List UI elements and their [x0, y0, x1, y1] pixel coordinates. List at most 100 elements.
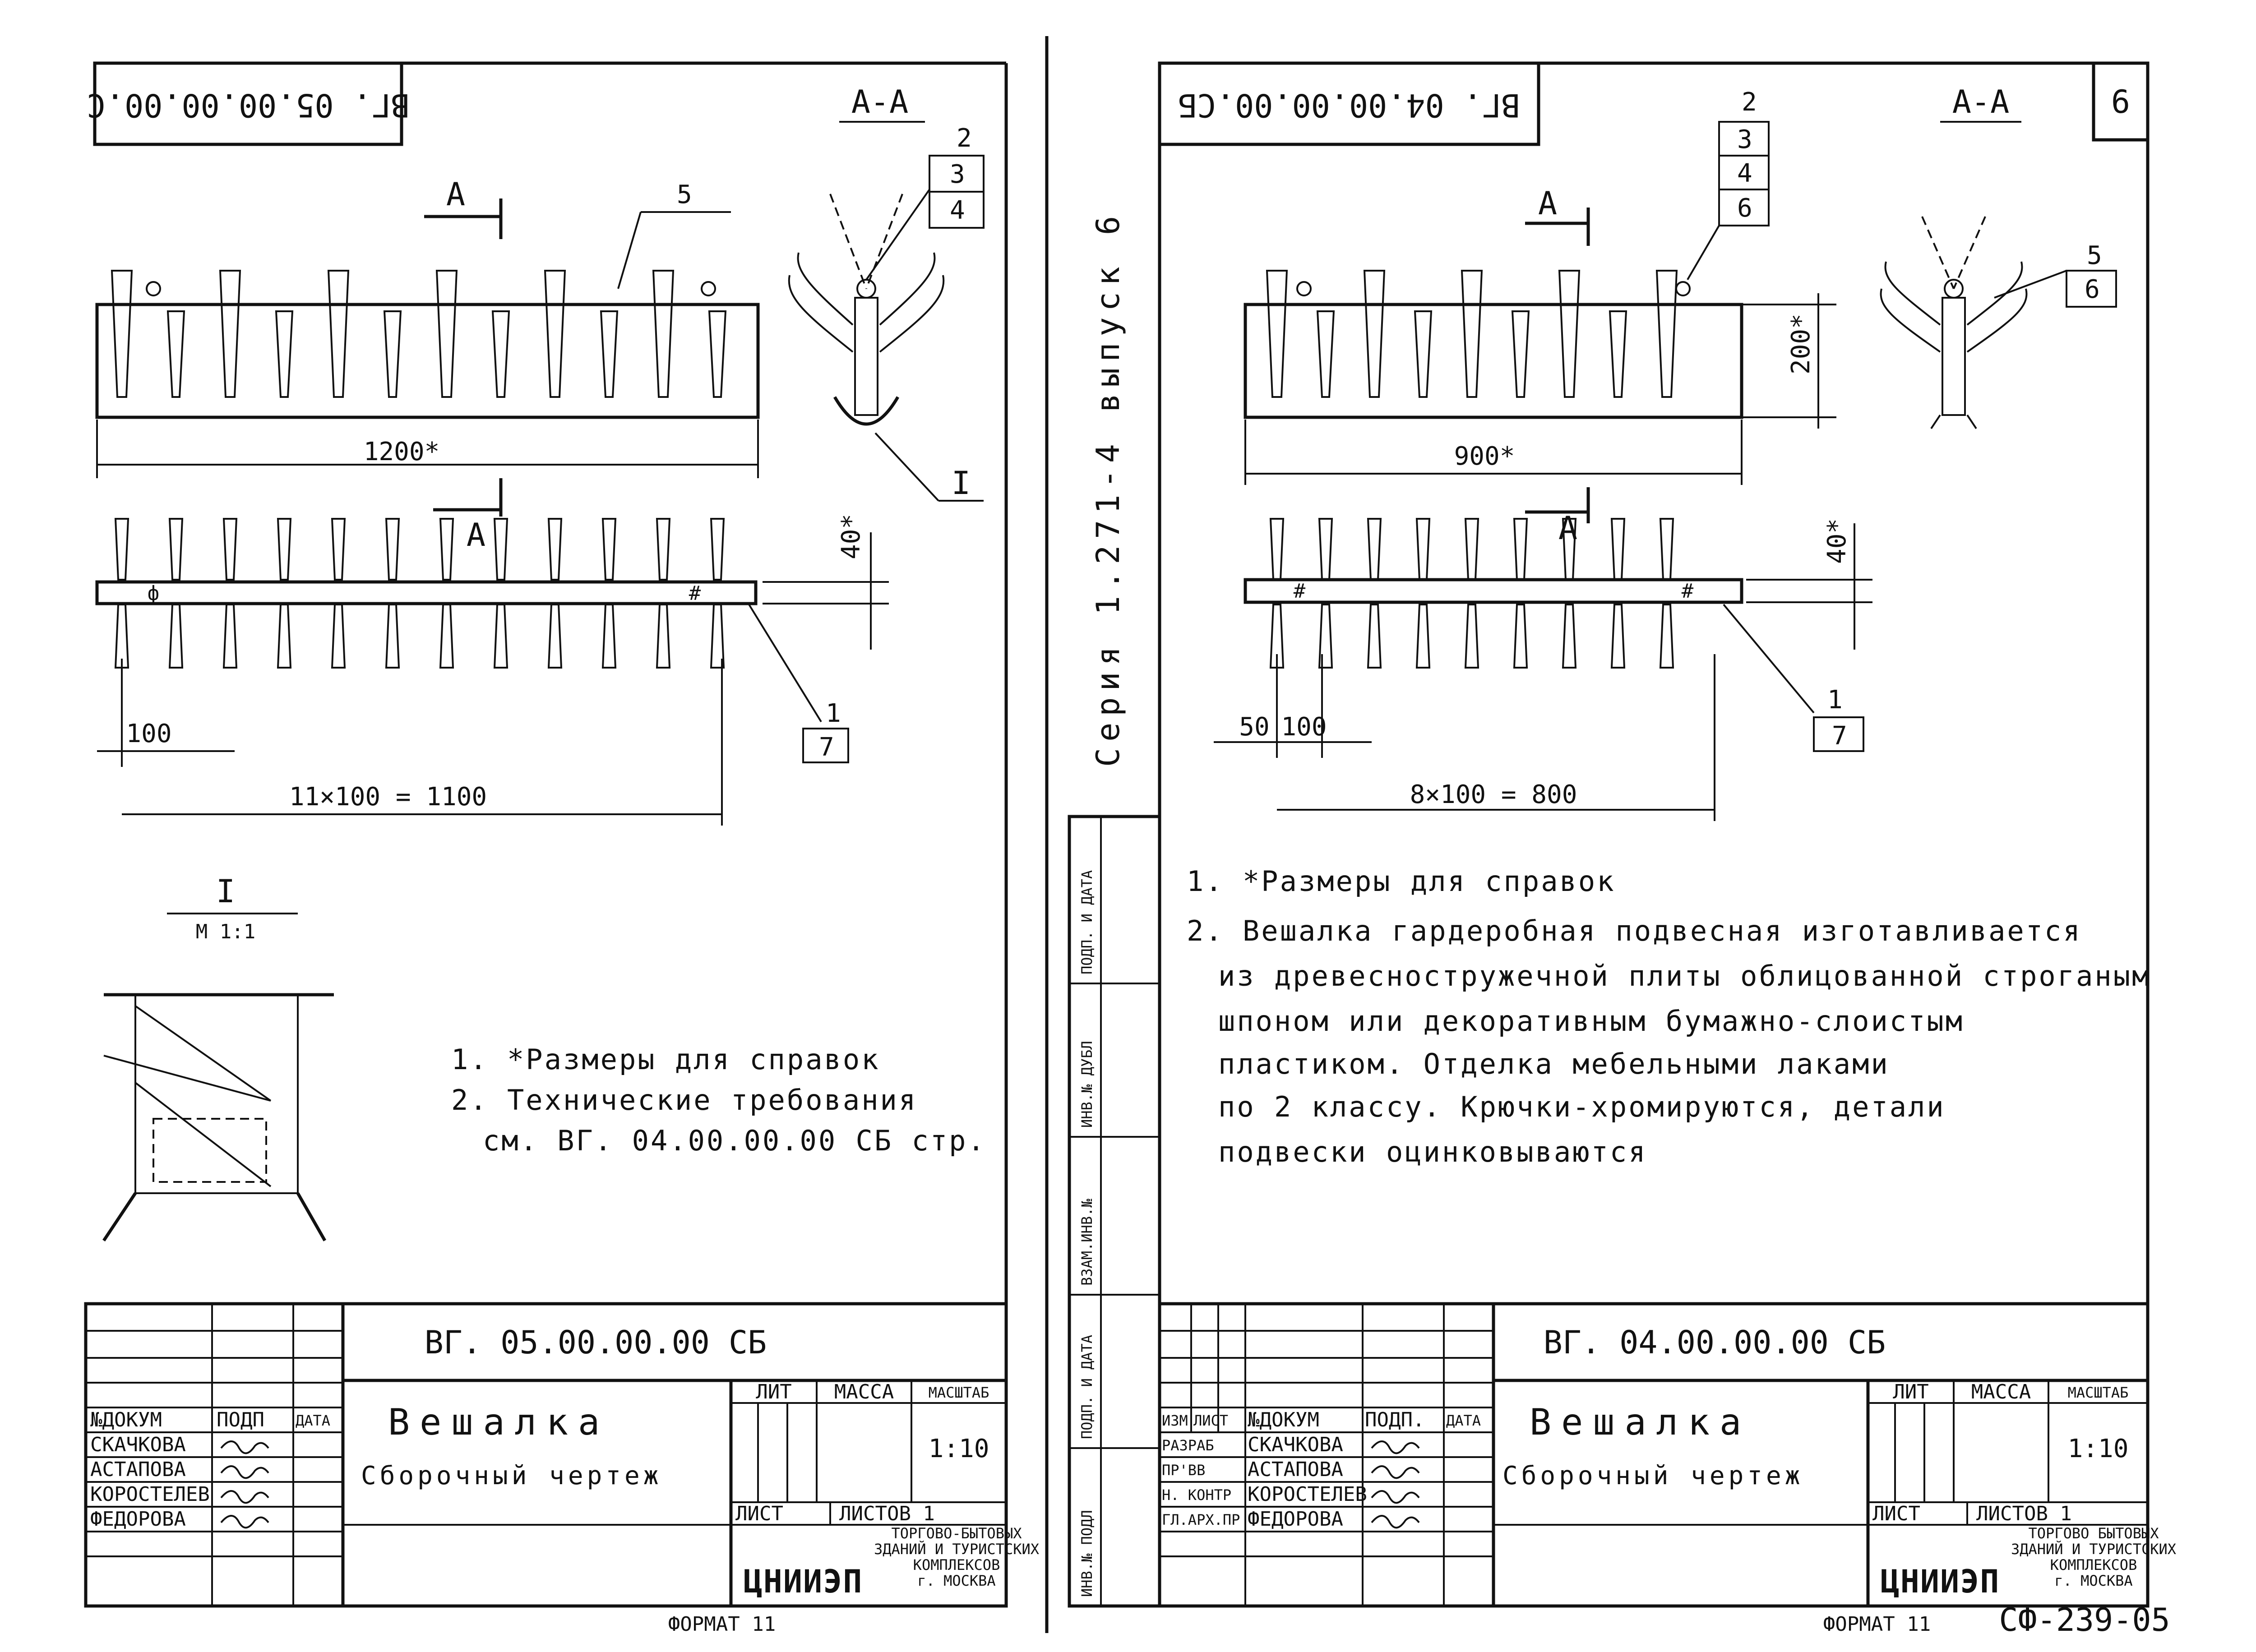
- left-callout-4: 4: [950, 196, 965, 225]
- leader-line: [1687, 225, 1720, 281]
- hook-peg: [1659, 604, 1674, 669]
- hook-peg: [1511, 310, 1530, 398]
- hook-peg: [601, 518, 617, 581]
- left-signature: [220, 1515, 269, 1529]
- right-dim-height2: 40*: [1822, 518, 1852, 564]
- stamp-sign-date-2: ПОДП. И ДАТА: [1078, 1335, 1096, 1439]
- right-person-4: ФЕДОРОВА: [1248, 1508, 1343, 1531]
- left-org-line-2: ЗДАНИЙ И ТУРИСТСКИХ: [874, 1541, 1039, 1558]
- right-signature: [1371, 1465, 1420, 1479]
- hook-peg: [439, 604, 454, 669]
- hanger-ring: [1675, 281, 1691, 296]
- right-signature: [1371, 1515, 1420, 1529]
- hook-peg: [493, 518, 509, 581]
- title-frame: [1158, 1302, 2150, 1608]
- right-scale: 1:10: [2068, 1434, 2129, 1463]
- left-sheet: BГ. 05.00.00.00.С А-А 2 3 4 А 5 1200*: [84, 36, 1049, 1636]
- hook-peg: [222, 604, 238, 669]
- left-format: ФОРМАТ 11: [668, 1613, 776, 1636]
- hook-peg: [168, 604, 184, 669]
- right-board-front: [1244, 303, 1743, 419]
- side-stamp: ПОДП. И ДАТА ИНВ.№ ДУБЛ ВЗАМ.ИНВ.№ ПОДП.…: [1068, 815, 1161, 1608]
- hook-peg: [1318, 518, 1333, 581]
- series-text: Серия 1.271-4 выпуск 6: [1090, 210, 1127, 767]
- hook-peg: [493, 604, 509, 669]
- left-person-3: КОРОСТЕЛЕВ: [90, 1483, 210, 1506]
- stamp-vzam-inv: ВЗАМ.ИНВ.№: [1078, 1199, 1096, 1286]
- left-dim-overall: 1200*: [364, 437, 440, 466]
- callout-box: [2066, 270, 2117, 308]
- stamp-inv-dubl: ИНВ.№ ДУБЛ: [1078, 1041, 1096, 1128]
- left-callout-5: 5: [677, 180, 692, 209]
- hidden-line: [829, 194, 867, 289]
- left-callout-detail: I: [952, 465, 971, 502]
- right-note-1: 1. *Размеры для справок: [1187, 865, 1616, 898]
- hook-peg: [1367, 604, 1382, 669]
- right-doc-code: ВГ. 04.00.00.00 СБ: [1544, 1324, 1886, 1361]
- hook-peg: [491, 310, 510, 398]
- left-col-date: ДАТА: [296, 1412, 330, 1429]
- left-signature: [220, 1465, 269, 1479]
- right-board-plan: [1244, 578, 1743, 604]
- left-name: Вешалка: [388, 1401, 610, 1443]
- left-callout-7: 7: [819, 733, 834, 762]
- hook-peg: [111, 270, 133, 398]
- hidden-line: [1921, 216, 1955, 289]
- right-org-line-3: КОМПЛЕКСОВ: [2050, 1556, 2137, 1574]
- left-board-front: [95, 303, 760, 419]
- left-hanger-ring: [701, 281, 716, 296]
- hook-peg: [1562, 518, 1577, 581]
- hook-peg: [114, 518, 129, 581]
- left-plan-pegs: [114, 518, 725, 669]
- leader-line: [1723, 604, 1815, 714]
- right-role-2: ПР'ВВ: [1162, 1462, 1205, 1479]
- right-top-code: BГ. 04.00.00.00.СБ: [1178, 87, 1521, 124]
- right-note-7: подвески оцинковываются: [1218, 1135, 1647, 1168]
- hook-curve: [1966, 288, 2028, 353]
- callout-box: [1813, 716, 1864, 752]
- left-detail-scale: М 1:1: [196, 920, 255, 943]
- left-person-1: СКАЧКОВА: [90, 1433, 186, 1456]
- right-role-3: Н. КОНТР: [1162, 1486, 1231, 1504]
- left-subtitle: Сборочный чертеж: [361, 1461, 662, 1490]
- left-dim-pitch: 11×100 = 1100: [289, 782, 487, 812]
- left-dim-height: 40*: [837, 514, 866, 559]
- hook-peg: [331, 518, 346, 581]
- right-col-sign: ПОДП.: [1365, 1408, 1424, 1431]
- hook-peg: [1415, 604, 1431, 669]
- hook-peg: [219, 270, 241, 398]
- right-sheet-label: ЛИСТ: [1872, 1502, 1920, 1525]
- hook-peg: [1659, 518, 1674, 581]
- hook-peg: [439, 518, 454, 581]
- hidden-line: [1953, 216, 1986, 289]
- hook-peg: [1414, 310, 1433, 398]
- hook-peg: [275, 310, 294, 398]
- right-col-list: ЛИСТ: [1193, 1412, 1228, 1429]
- right-name: Вешалка: [1530, 1401, 1751, 1443]
- section-line: [1930, 414, 1941, 429]
- hook-curve: [879, 252, 936, 326]
- hook-peg: [1266, 270, 1288, 398]
- right-callout-4: 4: [1737, 159, 1752, 188]
- hook-peg: [1461, 270, 1483, 398]
- hook-peg: [1464, 518, 1479, 581]
- right-role-4: ГЛ.АРХ.ПР: [1162, 1511, 1240, 1528]
- hook-peg: [1610, 518, 1626, 581]
- section-line: [1966, 414, 1977, 429]
- right-page-number-box: [2092, 61, 2150, 142]
- left-callout-box-4: [929, 191, 985, 229]
- right-person-3: КОРОСТЕЛЕВ: [1248, 1483, 1367, 1506]
- left-signature: [220, 1440, 269, 1454]
- hook-peg: [435, 270, 458, 398]
- right-col-doc: №ДОКУМ: [1248, 1408, 1319, 1431]
- hook-peg: [1558, 270, 1581, 398]
- hook-peg: [1269, 604, 1285, 669]
- plan-mark: #: [1682, 580, 1694, 603]
- left-sheets-label: ЛИСТОВ 1: [839, 1502, 935, 1525]
- right-hdr-scale: МАСШТАБ: [2068, 1384, 2129, 1401]
- left-scale: 1:10: [929, 1434, 989, 1463]
- hook-peg: [600, 310, 619, 398]
- hook-peg: [1609, 310, 1627, 398]
- right-stamp-code: СФ-239-05: [1999, 1601, 2170, 1638]
- hidden-line: [865, 194, 903, 289]
